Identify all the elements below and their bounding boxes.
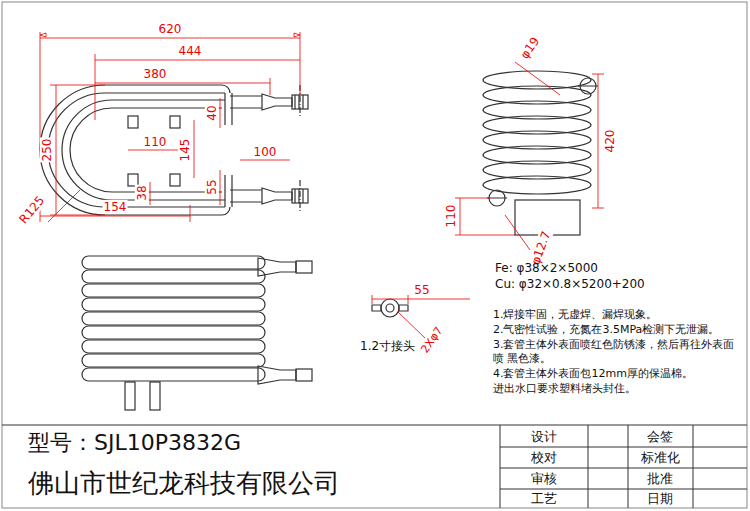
dimension-label: 145 (178, 138, 192, 163)
dimension-label: 620 (158, 22, 183, 36)
material-spec: Cu: φ32×0.8×5200+200 (495, 277, 645, 291)
dimension-label: 110 (444, 204, 458, 229)
technical-note: 4.套管主体外表面包12mm厚的保温棉。 (493, 367, 743, 380)
technical-note: 1.焊接牢固，无虚焊、漏焊现象。 (493, 308, 743, 321)
title-block-cell: 校对 (531, 450, 557, 466)
dimension-label: 2Xφ7 (418, 324, 446, 357)
technical-note: 2.气密性试验，充氮在3.5MPa检测下无泄漏。 (493, 323, 743, 336)
dimension-label: 40 (205, 104, 219, 121)
dimension-label: 100 (253, 145, 278, 159)
model-number: 型号：SJL10P3832G (28, 430, 241, 456)
title-block-cell: 批准 (647, 471, 673, 487)
dimension-label: 55 (205, 178, 219, 195)
dimension-label: 110 (143, 135, 168, 149)
dimension-label: 250 (40, 138, 54, 163)
dimension-label: 420 (603, 129, 617, 154)
dimension-label: 38 (135, 184, 149, 201)
title-block-cell: 会签 (647, 429, 673, 445)
dimension-label: 380 (143, 67, 168, 81)
dimension-label: 444 (178, 44, 203, 58)
technical-note: 进出水口要求塑料堵头封住。 (493, 382, 743, 395)
title-block-cell: 审核 (531, 471, 557, 487)
title-block-cell: 标准化 (641, 450, 680, 466)
material-spec: Fe: φ38×2×5000 (495, 261, 598, 275)
dimension-label: R125 (16, 193, 48, 228)
technical-note: 3.套管主体外表面喷红色防锈漆，然后再往外表面喷 黑色漆。 (493, 338, 743, 364)
title-block-cell: 设计 (531, 429, 557, 445)
title-block-cell: 日期 (647, 491, 673, 507)
title-block-cell: 工艺 (531, 491, 557, 507)
dimension-label: 55 (413, 283, 430, 297)
company-name: 佛山市世纪龙科技有限公司 (28, 468, 340, 499)
dimension-label: φ19 (517, 34, 543, 63)
part-name: 1.2寸接头 (360, 339, 415, 353)
dimension-label: 154 (103, 200, 128, 214)
